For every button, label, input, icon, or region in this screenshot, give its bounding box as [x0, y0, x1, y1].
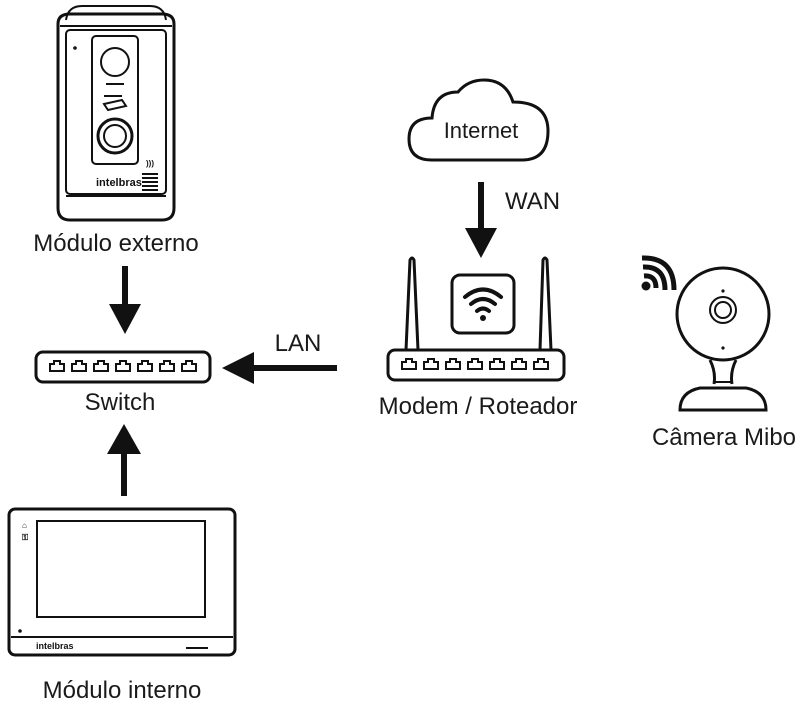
internal-module-device: ⌂ ⚿ intelbras — [7, 507, 237, 657]
ethernet-port-icon — [49, 360, 65, 372]
external-brand-logo: intelbras — [96, 177, 142, 189]
ethernet-port-icon — [467, 358, 483, 370]
ethernet-port-icon — [445, 358, 461, 370]
wifi-icon — [463, 287, 503, 321]
ethernet-port-icon — [93, 360, 109, 372]
ethernet-port-icon — [533, 358, 549, 370]
arrow-internal-to-switch — [107, 424, 141, 496]
home-icon: ⌂ — [22, 521, 27, 530]
switch-device — [34, 350, 212, 384]
ethernet-port-icon — [159, 360, 175, 372]
arrow-internet-to-router — [465, 182, 497, 258]
camera-device — [641, 255, 771, 412]
camera-label: Câmera Mibo — [652, 424, 796, 451]
ethernet-port-icon — [181, 360, 197, 372]
camera-wifi-signal-icon — [641, 255, 677, 291]
internal-module-label: Módulo interno — [43, 677, 202, 704]
nfc-mark-icon: ))) — [146, 159, 154, 168]
switch-ports-icon — [49, 360, 197, 372]
unlock-icon: ⚿ — [22, 533, 28, 542]
speaker-grille-icon — [142, 173, 158, 191]
ethernet-port-icon — [137, 360, 153, 372]
switch-label: Switch — [85, 389, 156, 416]
wan-label: WAN — [505, 188, 560, 215]
internal-brand-logo: intelbras — [36, 641, 74, 651]
ethernet-port-icon — [511, 358, 527, 370]
ethernet-port-icon — [423, 358, 439, 370]
ethernet-port-icon — [401, 358, 417, 370]
external-module-device: ))) intelbras — [56, 5, 176, 222]
external-module-label: Módulo externo — [33, 230, 198, 257]
arrow-router-to-switch — [222, 352, 337, 384]
router-ports-icon — [401, 358, 549, 370]
router-label: Modem / Roteador — [379, 393, 578, 420]
ethernet-port-icon — [115, 360, 131, 372]
lan-label: LAN — [275, 330, 322, 357]
router-device — [386, 256, 566, 382]
cloud-icon — [407, 78, 550, 162]
arrow-external-to-switch — [109, 266, 141, 334]
internet-label: Internet — [444, 118, 519, 143]
ethernet-port-icon — [489, 358, 505, 370]
ethernet-port-icon — [71, 360, 87, 372]
